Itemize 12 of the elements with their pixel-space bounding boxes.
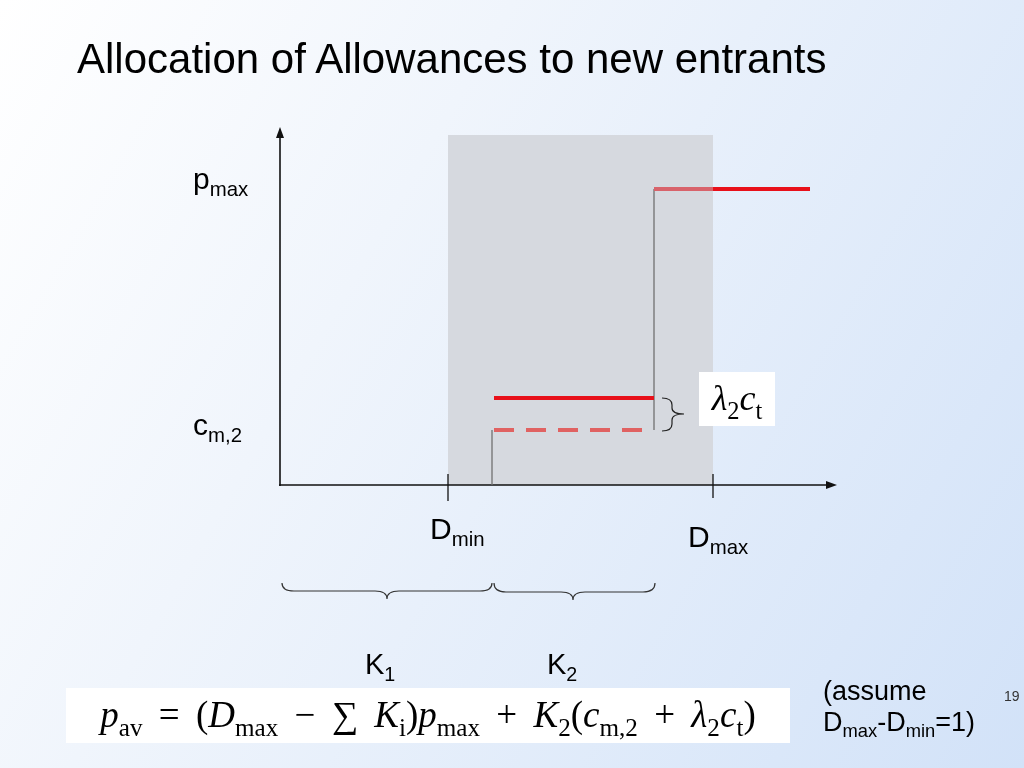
axis-tick-label: p$_{max}$ <box>193 162 249 197</box>
brace-label: K$_{1}$ <box>365 648 396 682</box>
axis-tick-label: D$_{max}$ <box>688 520 749 555</box>
axis-tick-label: c$_{m,2}$ <box>193 408 242 443</box>
slide-title: Allocation of Allowances to new entrants <box>77 35 827 84</box>
axis-tick-label: D$_{min}$ <box>430 512 485 547</box>
math-expression: λ$_{2}$c$_{t}$ <box>711 379 763 419</box>
equation-box <box>66 688 790 743</box>
note: (assume D$_{max}$-D$_{min}$=1) <box>823 676 976 739</box>
page-number: 19 <box>1004 688 1020 705</box>
equation-box <box>699 372 775 426</box>
brace-label: K$_{2}$ <box>547 648 578 682</box>
